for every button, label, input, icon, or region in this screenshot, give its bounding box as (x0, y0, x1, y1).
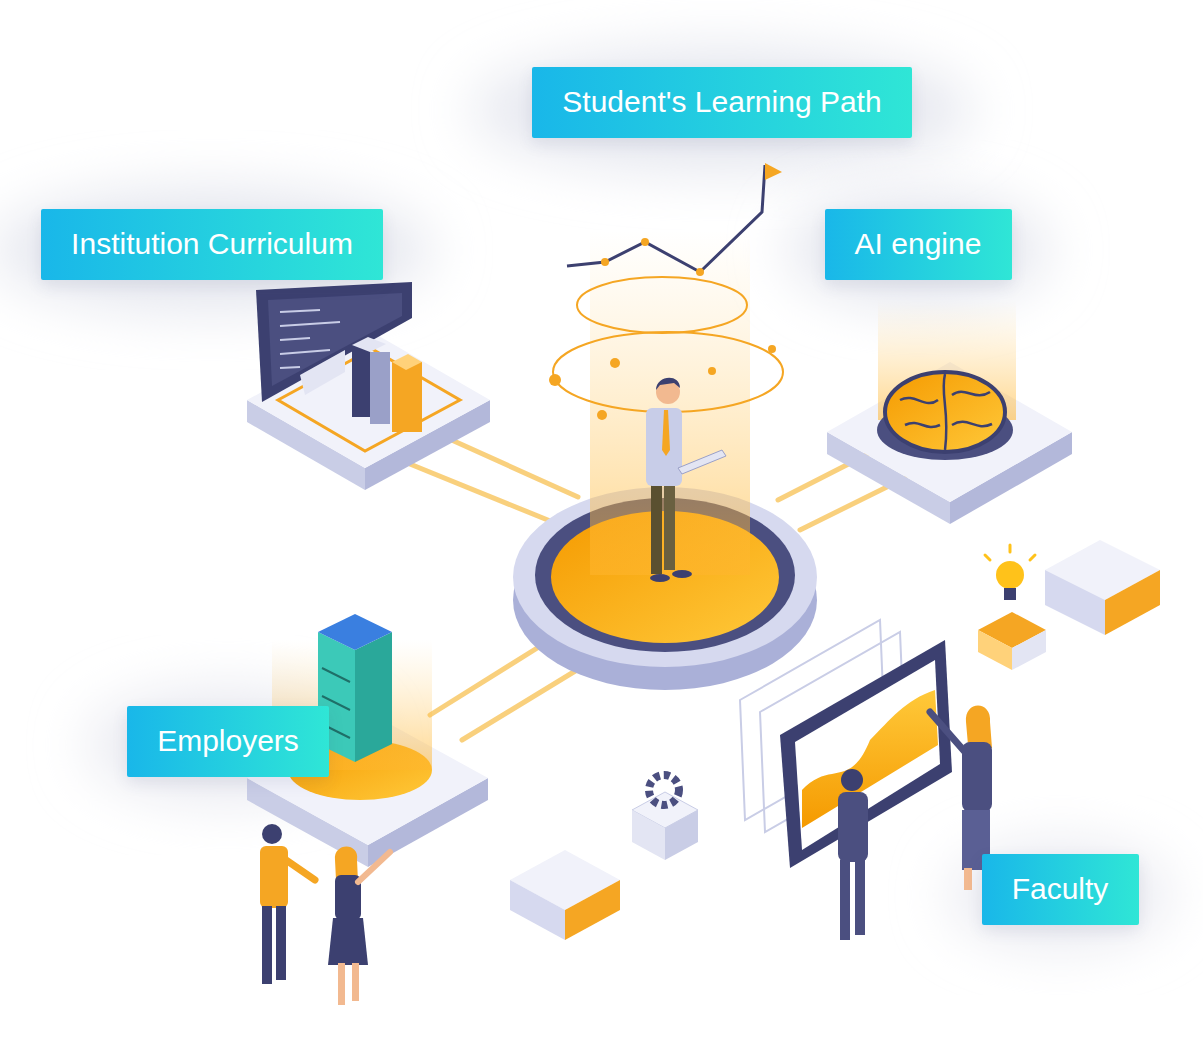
brain-fold (952, 392, 990, 396)
brain-fold (900, 398, 938, 403)
label-box: Institution Curriculum (41, 209, 383, 280)
label-text: Employers (157, 723, 299, 759)
platform-top (827, 362, 1072, 502)
wire (405, 462, 560, 525)
employer-leg (352, 963, 359, 1001)
path-point (696, 268, 704, 276)
lightbulb-rays (985, 545, 1035, 560)
student-hair (656, 378, 680, 390)
ray (1009, 545, 1012, 552)
path-line (567, 165, 765, 272)
block-side (978, 630, 1012, 670)
flag (765, 163, 782, 180)
orbit-dot (708, 367, 716, 375)
label-text: Institution Curriculum (71, 226, 353, 262)
code-line (280, 322, 340, 326)
halo (472, 50, 972, 170)
orbit-dot (610, 358, 620, 368)
label-box: AI engine (825, 209, 1012, 280)
faculty-head (841, 769, 863, 791)
brain-fold (944, 374, 947, 450)
label-box: Employers (127, 706, 329, 777)
book (370, 352, 390, 424)
halo (788, 195, 1048, 305)
path-points (601, 238, 704, 276)
label-box: Student's Learning Path (532, 67, 912, 138)
keyboard (300, 350, 345, 395)
employer-body (260, 846, 288, 908)
book (392, 362, 422, 432)
brain-fold (905, 423, 940, 427)
brain (885, 372, 1005, 452)
student-leg (664, 482, 675, 570)
book-top (352, 337, 386, 352)
server-slot (322, 668, 350, 682)
employer-skirt (328, 918, 368, 965)
faculty-leg (840, 860, 850, 940)
orbit-dot (768, 345, 776, 353)
orbit-ring (553, 332, 783, 412)
halo (950, 845, 1170, 945)
code-line (280, 338, 310, 340)
box-side (1105, 570, 1160, 635)
faculty-leg (964, 868, 972, 890)
wire (462, 662, 590, 740)
screen-chart (802, 690, 938, 828)
orbit-ring (577, 277, 747, 333)
employer-arm (286, 860, 315, 880)
box-side (565, 880, 620, 940)
label-box: Faculty (982, 854, 1139, 925)
student-tie (662, 410, 670, 456)
code-line (280, 367, 300, 368)
employer-head (262, 824, 282, 844)
brain-fold (952, 422, 992, 426)
orbit-dot (549, 374, 561, 386)
book-top (392, 354, 422, 370)
student-shoe (650, 574, 670, 582)
label-text: Faculty (1012, 871, 1109, 907)
block-side (632, 810, 665, 860)
wire (445, 437, 578, 497)
path-point (641, 238, 649, 246)
path-point (601, 258, 609, 266)
faculty-leg (855, 860, 865, 935)
code-line (280, 350, 330, 354)
employer-leg (262, 906, 272, 984)
student-leg (651, 482, 662, 574)
wire (430, 640, 550, 715)
ray (985, 555, 990, 560)
faculty-arm (930, 712, 965, 752)
employer-leg (338, 963, 345, 1005)
block-side (1012, 630, 1046, 670)
server-top (318, 614, 392, 650)
faculty-hair (966, 706, 992, 749)
block-side (665, 810, 698, 860)
label-text: Student's Learning Path (562, 84, 881, 120)
ray (1030, 555, 1035, 560)
faculty-body (838, 792, 868, 862)
gear (649, 775, 679, 805)
orbit-dot (597, 410, 607, 420)
code-line (280, 310, 320, 312)
lightbulb (996, 561, 1024, 589)
faculty-screen (780, 640, 952, 868)
book (352, 345, 370, 417)
student-body (646, 408, 682, 486)
student-shoe (672, 570, 692, 578)
label-text: AI engine (855, 226, 982, 262)
server-side (355, 632, 392, 762)
brain-folds (900, 374, 992, 450)
employer-arm (358, 852, 390, 882)
employer-leg (276, 906, 286, 980)
box-side (510, 880, 565, 940)
tablet (678, 450, 726, 474)
box-side (1045, 570, 1105, 635)
lightbulb-base (1004, 588, 1016, 600)
